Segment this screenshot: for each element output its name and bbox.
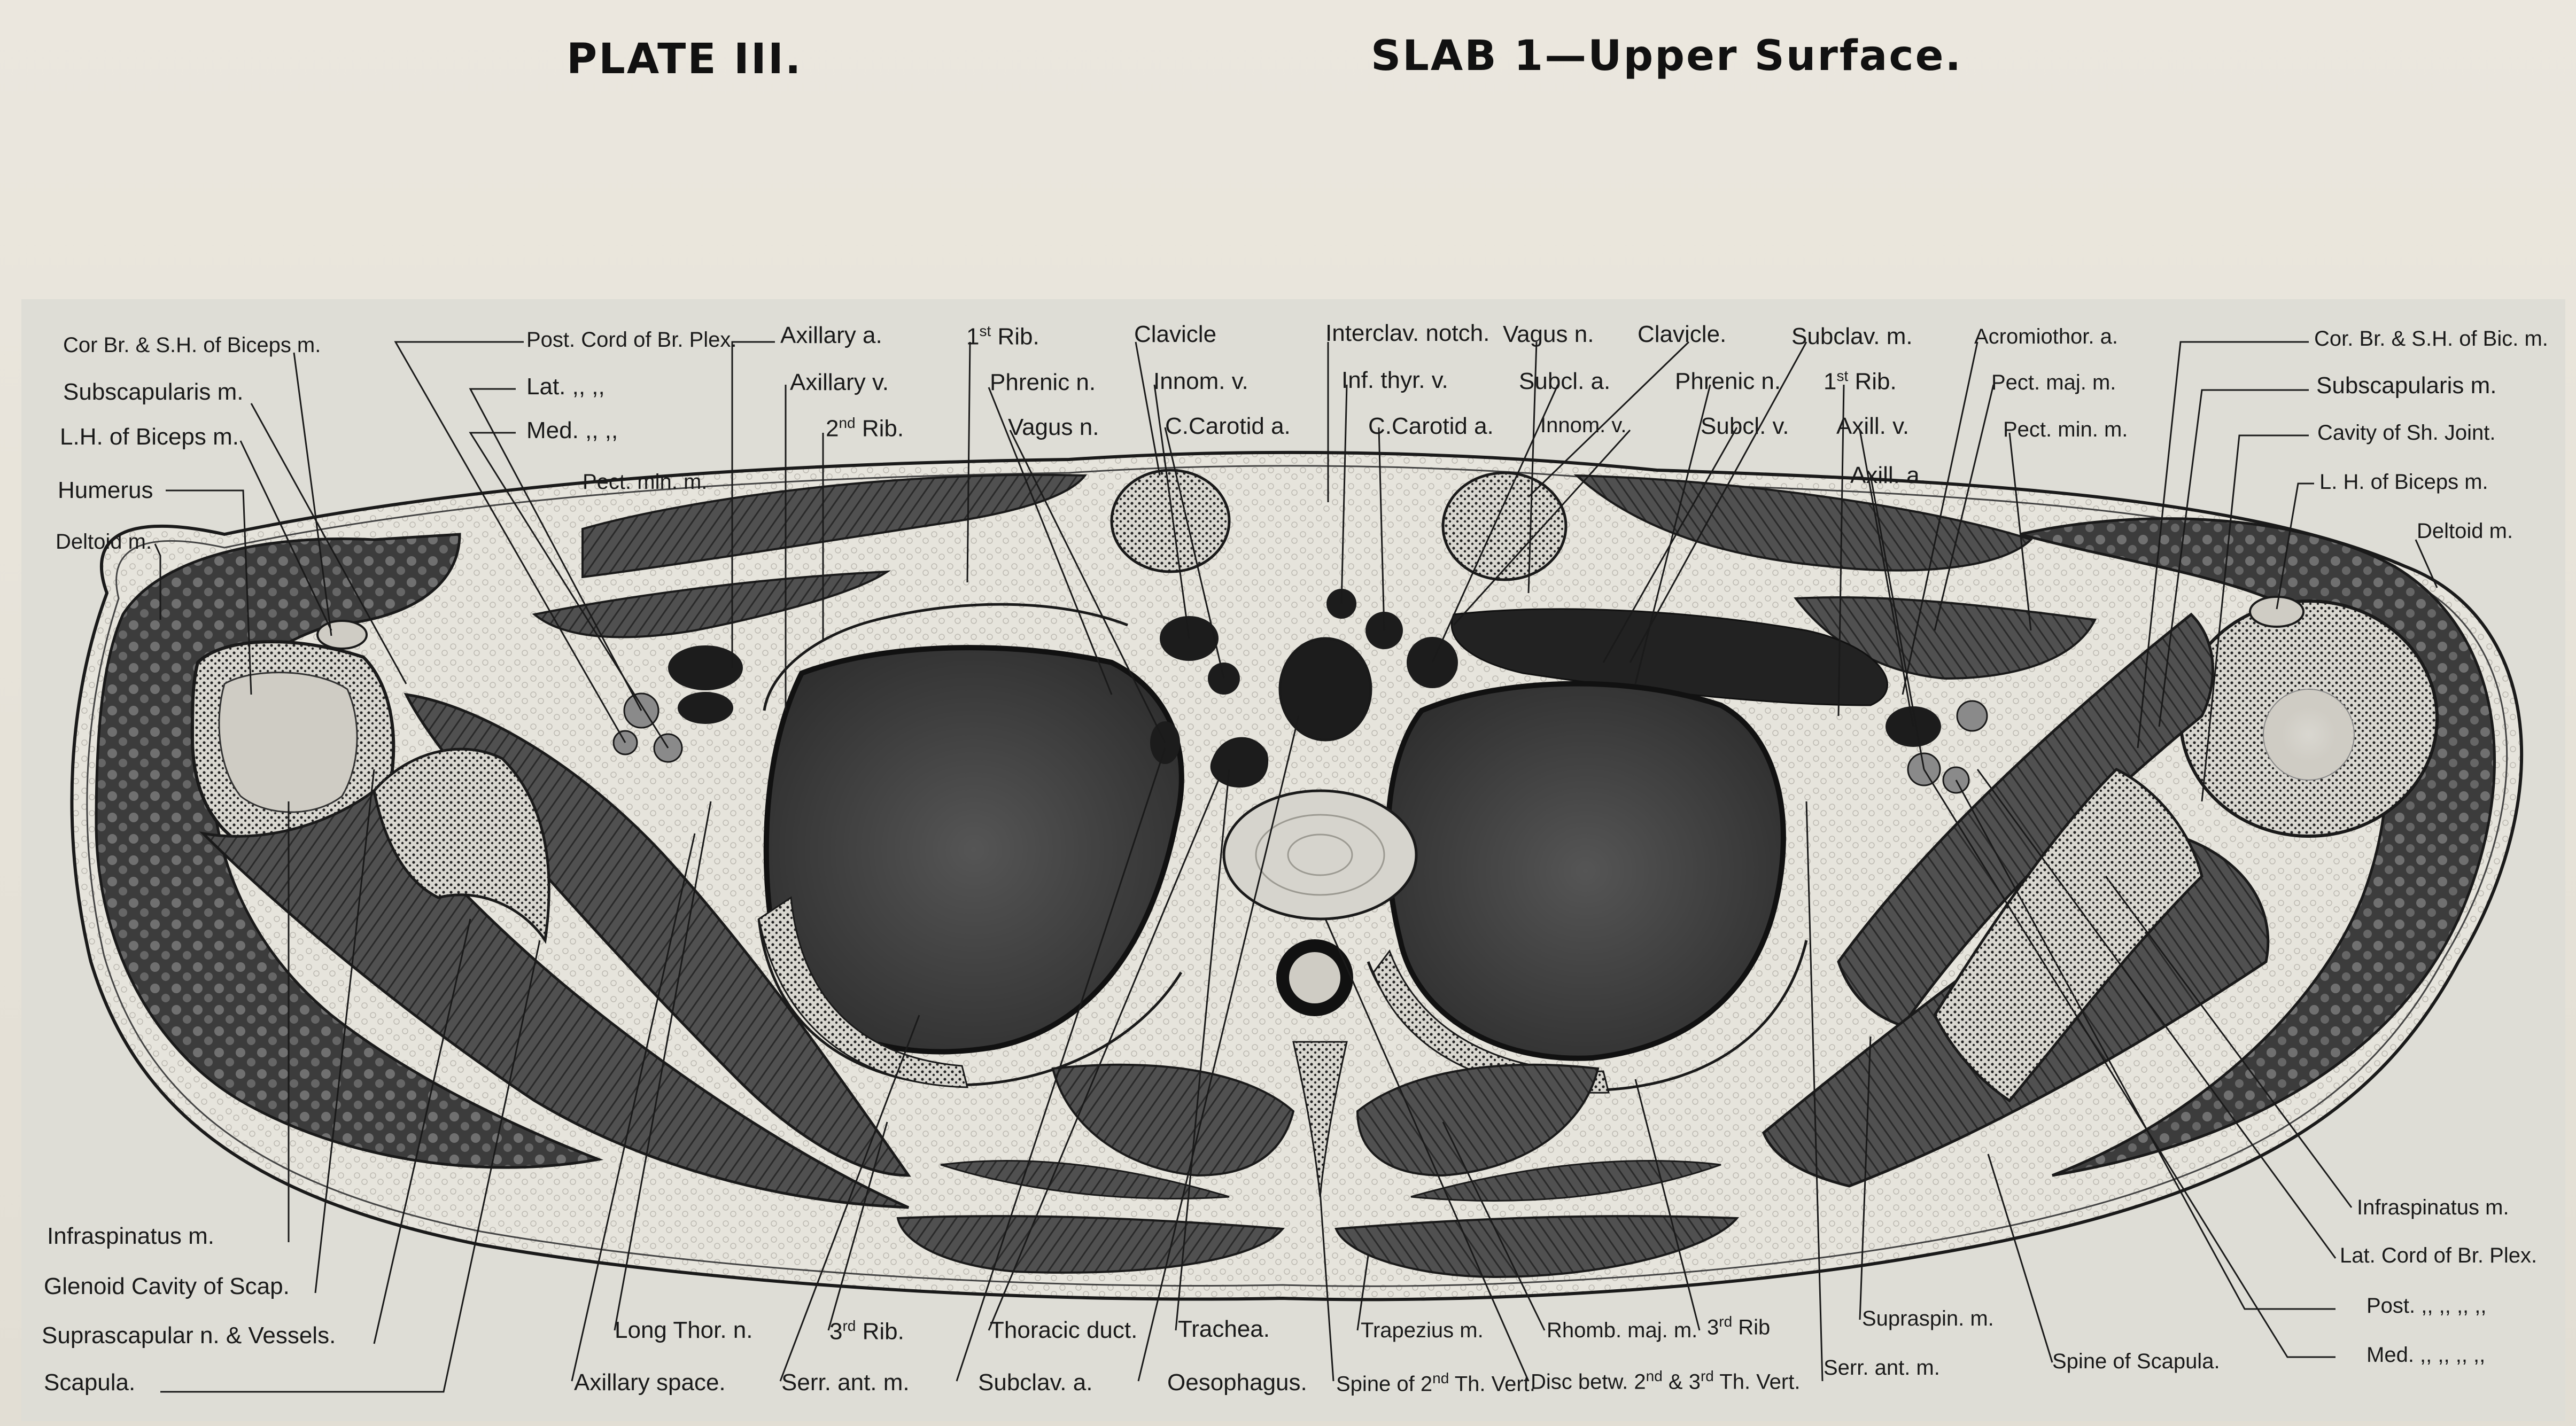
label-vagus-right: Vagus n.	[1503, 321, 1594, 347]
label-subscapularis-left: Subscapularis m.	[63, 379, 244, 405]
label-phrenic-left: Phrenic n.	[990, 369, 1096, 395]
label-cavity-sh-joint: Cavity of Sh. Joint.	[2317, 421, 2496, 445]
label-humerus: Humerus	[58, 477, 153, 503]
label-med-cord: Med. ,, ,,	[526, 417, 618, 443]
label-post-right: Post. ,, ,, ,, ,,	[2366, 1294, 2487, 1318]
label-rib1-right: 1st Rib.	[1824, 368, 1897, 395]
label-cor-br-biceps-left: Cor Br. & S.H. of Biceps m.	[63, 333, 321, 357]
label-infraspinatus-right: Infraspinatus m.	[2357, 1196, 2509, 1219]
label-c-carotid-left: C.Carotid a.	[1165, 413, 1291, 439]
slab-title: SLAB 1—Upper Surface.	[1371, 32, 1963, 80]
label-subclav-a-bottom: Subclav. a.	[978, 1369, 1093, 1396]
label-rib2-top: 2nd Rib.	[826, 415, 904, 442]
label-clavicle-right: Clavicle.	[1638, 321, 1727, 347]
label-subclav-m: Subclav. m.	[1791, 323, 1913, 349]
label-axillary-a: Axillary a.	[780, 322, 882, 348]
label-lh-biceps-left: L.H. of Biceps m.	[60, 424, 239, 450]
label-rib3-left: 3rd Rib.	[829, 1318, 904, 1345]
label-glenoid-cavity: Glenoid Cavity of Scap.	[44, 1273, 290, 1299]
label-lat-cord: Lat. ,, ,,	[526, 373, 605, 400]
label-med-right: Med. ,, ,, ,, ,,	[2366, 1343, 2486, 1367]
label-subscapularis-right: Subscapularis m.	[2316, 372, 2497, 399]
label-disc-betw: Disc betw. 2nd & 3rd Th. Vert.	[1531, 1368, 1801, 1394]
label-cor-br-bic-right: Cor. Br. & S.H. of Bic. m.	[2314, 327, 2548, 350]
label-lh-biceps-right: L. H. of Biceps m.	[2319, 470, 2488, 494]
label-pect-maj-right: Pect. maj. m.	[1991, 371, 2116, 394]
label-subcl-a-right: Subcl. a.	[1519, 368, 1611, 394]
label-subcl-v-right: Subcl. v.	[1701, 413, 1789, 439]
label-innom-v-right: Innom. v.	[1540, 414, 1627, 437]
label-long-thor-n: Long Thor. n.	[615, 1317, 753, 1343]
label-pect-min-right: Pect. min. m.	[2003, 418, 2128, 441]
label-deltoid-left: Deltoid m.	[56, 530, 152, 554]
label-c-carotid-right: C.Carotid a.	[1368, 413, 1494, 439]
label-serr-ant-left: Serr. ant. m.	[781, 1369, 910, 1396]
label-scapula: Scapula.	[44, 1369, 136, 1396]
plate-title: PLATE III.	[567, 35, 803, 83]
label-inf-thyr-v: Inf. thyr. v.	[1341, 367, 1448, 393]
label-vagus-left: Vagus n.	[1008, 414, 1099, 440]
label-lat-cord-right: Lat. Cord of Br. Plex.	[2340, 1244, 2538, 1267]
label-interclav-notch: Interclav. notch.	[1325, 320, 1490, 346]
label-thoracic-duct: Thoracic duct.	[990, 1317, 1138, 1343]
label-innom-v-left: Innom. v.	[1153, 368, 1248, 394]
label-spine-2nd-th: Spine of 2nd Th. Vert.	[1336, 1370, 1535, 1396]
label-trapezius: Trapezius m.	[1361, 1319, 1484, 1342]
label-axillary-space: Axillary space.	[574, 1369, 726, 1396]
label-rhomb-maj: Rhomb. maj. m.	[1547, 1319, 1698, 1342]
label-supraspin: Supraspin. m.	[1862, 1307, 1994, 1330]
label-serr-ant-right: Serr. ant. m.	[1824, 1356, 1940, 1380]
label-axillary-v: Axillary v.	[790, 369, 889, 395]
label-phrenic-right: Phrenic n.	[1675, 368, 1781, 394]
label-suprascapular: Suprascapular n. & Vessels.	[42, 1322, 336, 1349]
label-trachea: Trachea.	[1178, 1316, 1270, 1342]
label-rib1-left: 1st Rib.	[966, 323, 1039, 350]
label-deltoid-right: Deltoid m.	[2417, 519, 2513, 543]
label-oesophagus: Oesophagus.	[1167, 1369, 1307, 1396]
label-rib3-right: 3rd Rib	[1707, 1313, 1771, 1339]
label-infraspinatus-left: Infraspinatus m.	[47, 1223, 215, 1249]
label-post-cord: Post. Cord of Br. Plex.	[526, 328, 737, 352]
label-axill-a-right: Axill. a.	[1850, 462, 1926, 488]
label-axill-v-right: Axill. v.	[1836, 413, 1910, 439]
label-spine-scapula: Spine of Scapula.	[2052, 1350, 2220, 1373]
label-acromiothor-a: Acromiothor. a.	[1974, 325, 2119, 348]
label-pect-min-left: Pect. min. m.	[583, 470, 708, 494]
label-clavicle-left: Clavicle	[1134, 321, 1217, 347]
